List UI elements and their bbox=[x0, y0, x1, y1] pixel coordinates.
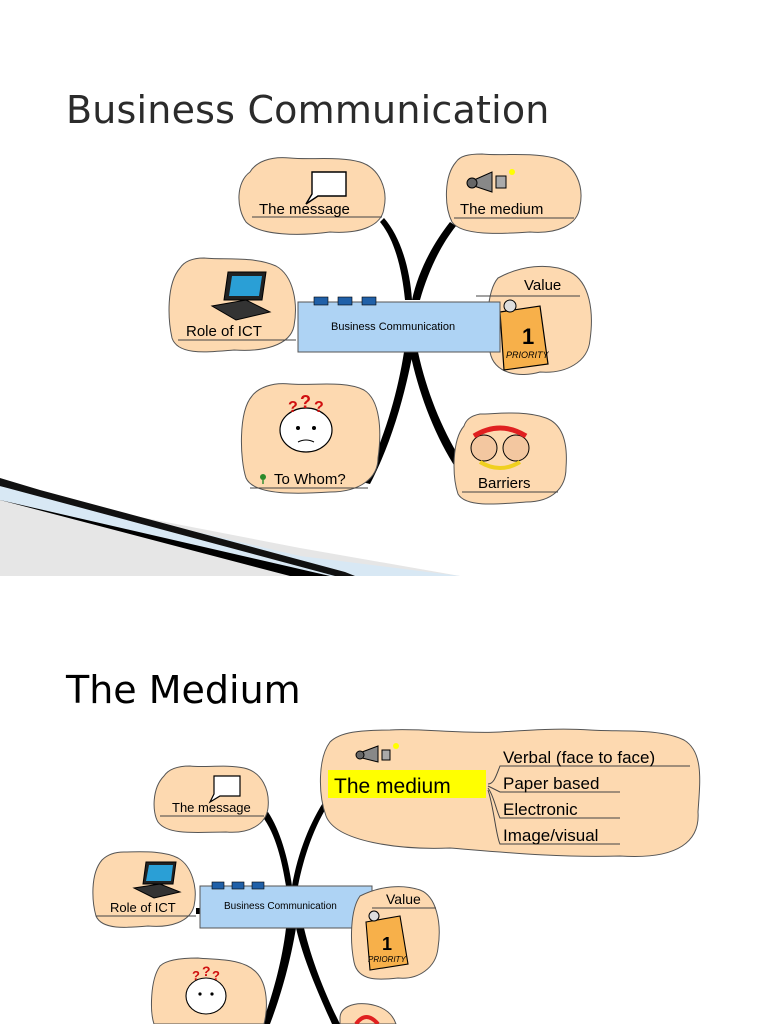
slide-title: The Medium bbox=[66, 668, 301, 712]
center-node[interactable]: Business Communication bbox=[199, 881, 373, 929]
node-barriers[interactable]: Barriers bbox=[453, 412, 567, 505]
node-label: Barriers bbox=[478, 475, 531, 492]
node-label: The message bbox=[259, 201, 350, 218]
node-to-whom[interactable]: ? ? ? To Whom? bbox=[240, 383, 381, 494]
people-arguing-icon bbox=[354, 1015, 380, 1024]
mind-map: The message The medium Value 1 PRIORI bbox=[0, 153, 592, 576]
priority-badge-icon: 1 PRIORITY bbox=[499, 299, 550, 371]
svg-text:?: ? bbox=[192, 968, 200, 983]
mind-map: The medium Verbal (face to face) Paper b… bbox=[92, 728, 701, 1024]
node-label: To Whom? bbox=[274, 471, 346, 488]
node-the-medium-expanded[interactable]: The medium Verbal (face to face) Paper b… bbox=[319, 728, 701, 858]
node-the-message[interactable]: The message bbox=[238, 157, 386, 235]
node-label: The medium bbox=[334, 775, 451, 798]
svg-text:?: ? bbox=[212, 968, 220, 983]
slide-business-communication: Business Communication The message bbox=[0, 88, 592, 576]
medium-item: Electronic bbox=[503, 800, 578, 819]
svg-text:?: ? bbox=[300, 392, 311, 412]
priority-text: PRIORITY bbox=[506, 350, 550, 360]
priority-number: 1 bbox=[382, 934, 392, 954]
decorative-swoosh bbox=[0, 478, 460, 576]
node-value[interactable]: Value 1 PRIORITY bbox=[351, 886, 440, 980]
people-arguing-icon bbox=[470, 425, 530, 470]
medium-item: Image/visual bbox=[503, 826, 598, 845]
node-label: Value bbox=[524, 277, 561, 294]
slide-title: Business Communication bbox=[66, 88, 550, 132]
slide-the-medium: The Medium The medium Ve bbox=[0, 612, 768, 1024]
node-value[interactable]: Value 1 PRIORITY bbox=[476, 265, 592, 375]
node-label: The message bbox=[172, 800, 251, 815]
megaphone-icon bbox=[466, 169, 515, 193]
node-label: The medium bbox=[460, 201, 543, 218]
node-label: Value bbox=[386, 891, 421, 907]
node-role-of-ict[interactable]: Role of ICT bbox=[168, 257, 296, 353]
megaphone-icon bbox=[355, 743, 399, 763]
svg-text:?: ? bbox=[314, 399, 324, 416]
laptop-icon bbox=[210, 271, 272, 321]
svg-text:?: ? bbox=[288, 399, 298, 416]
svg-text:?: ? bbox=[202, 963, 211, 979]
slide-separator bbox=[0, 576, 768, 612]
priority-badge-icon: 1 PRIORITY bbox=[365, 910, 409, 971]
priority-number: 1 bbox=[522, 324, 534, 349]
node-label: Role of ICT bbox=[186, 323, 262, 340]
pin-icon bbox=[260, 474, 266, 484]
medium-item: Verbal (face to face) bbox=[503, 748, 655, 767]
center-label: Business Communication bbox=[224, 901, 337, 912]
speech-bubble-icon bbox=[208, 775, 241, 804]
center-node[interactable]: Business Communication bbox=[297, 296, 501, 353]
node-label: Role of ICT bbox=[110, 900, 176, 915]
node-role-of-ict[interactable]: Role of ICT bbox=[92, 851, 196, 928]
node-the-medium[interactable]: The medium bbox=[445, 153, 582, 234]
node-the-message[interactable]: The message bbox=[153, 765, 269, 834]
speech-bubble-icon bbox=[305, 171, 347, 205]
highlight-box bbox=[328, 770, 486, 798]
confused-face-icon: ? ? ? bbox=[279, 392, 333, 453]
node-to-whom[interactable]: ? ? ? bbox=[151, 957, 267, 1024]
confused-face-icon: ? ? ? bbox=[185, 963, 227, 1015]
medium-item: Paper based bbox=[503, 774, 599, 793]
center-label: Business Communication bbox=[331, 321, 455, 333]
connector-branches bbox=[196, 798, 340, 1024]
node-barriers[interactable] bbox=[339, 1003, 397, 1024]
laptop-icon bbox=[132, 861, 182, 899]
priority-text: PRIORITY bbox=[368, 955, 406, 964]
